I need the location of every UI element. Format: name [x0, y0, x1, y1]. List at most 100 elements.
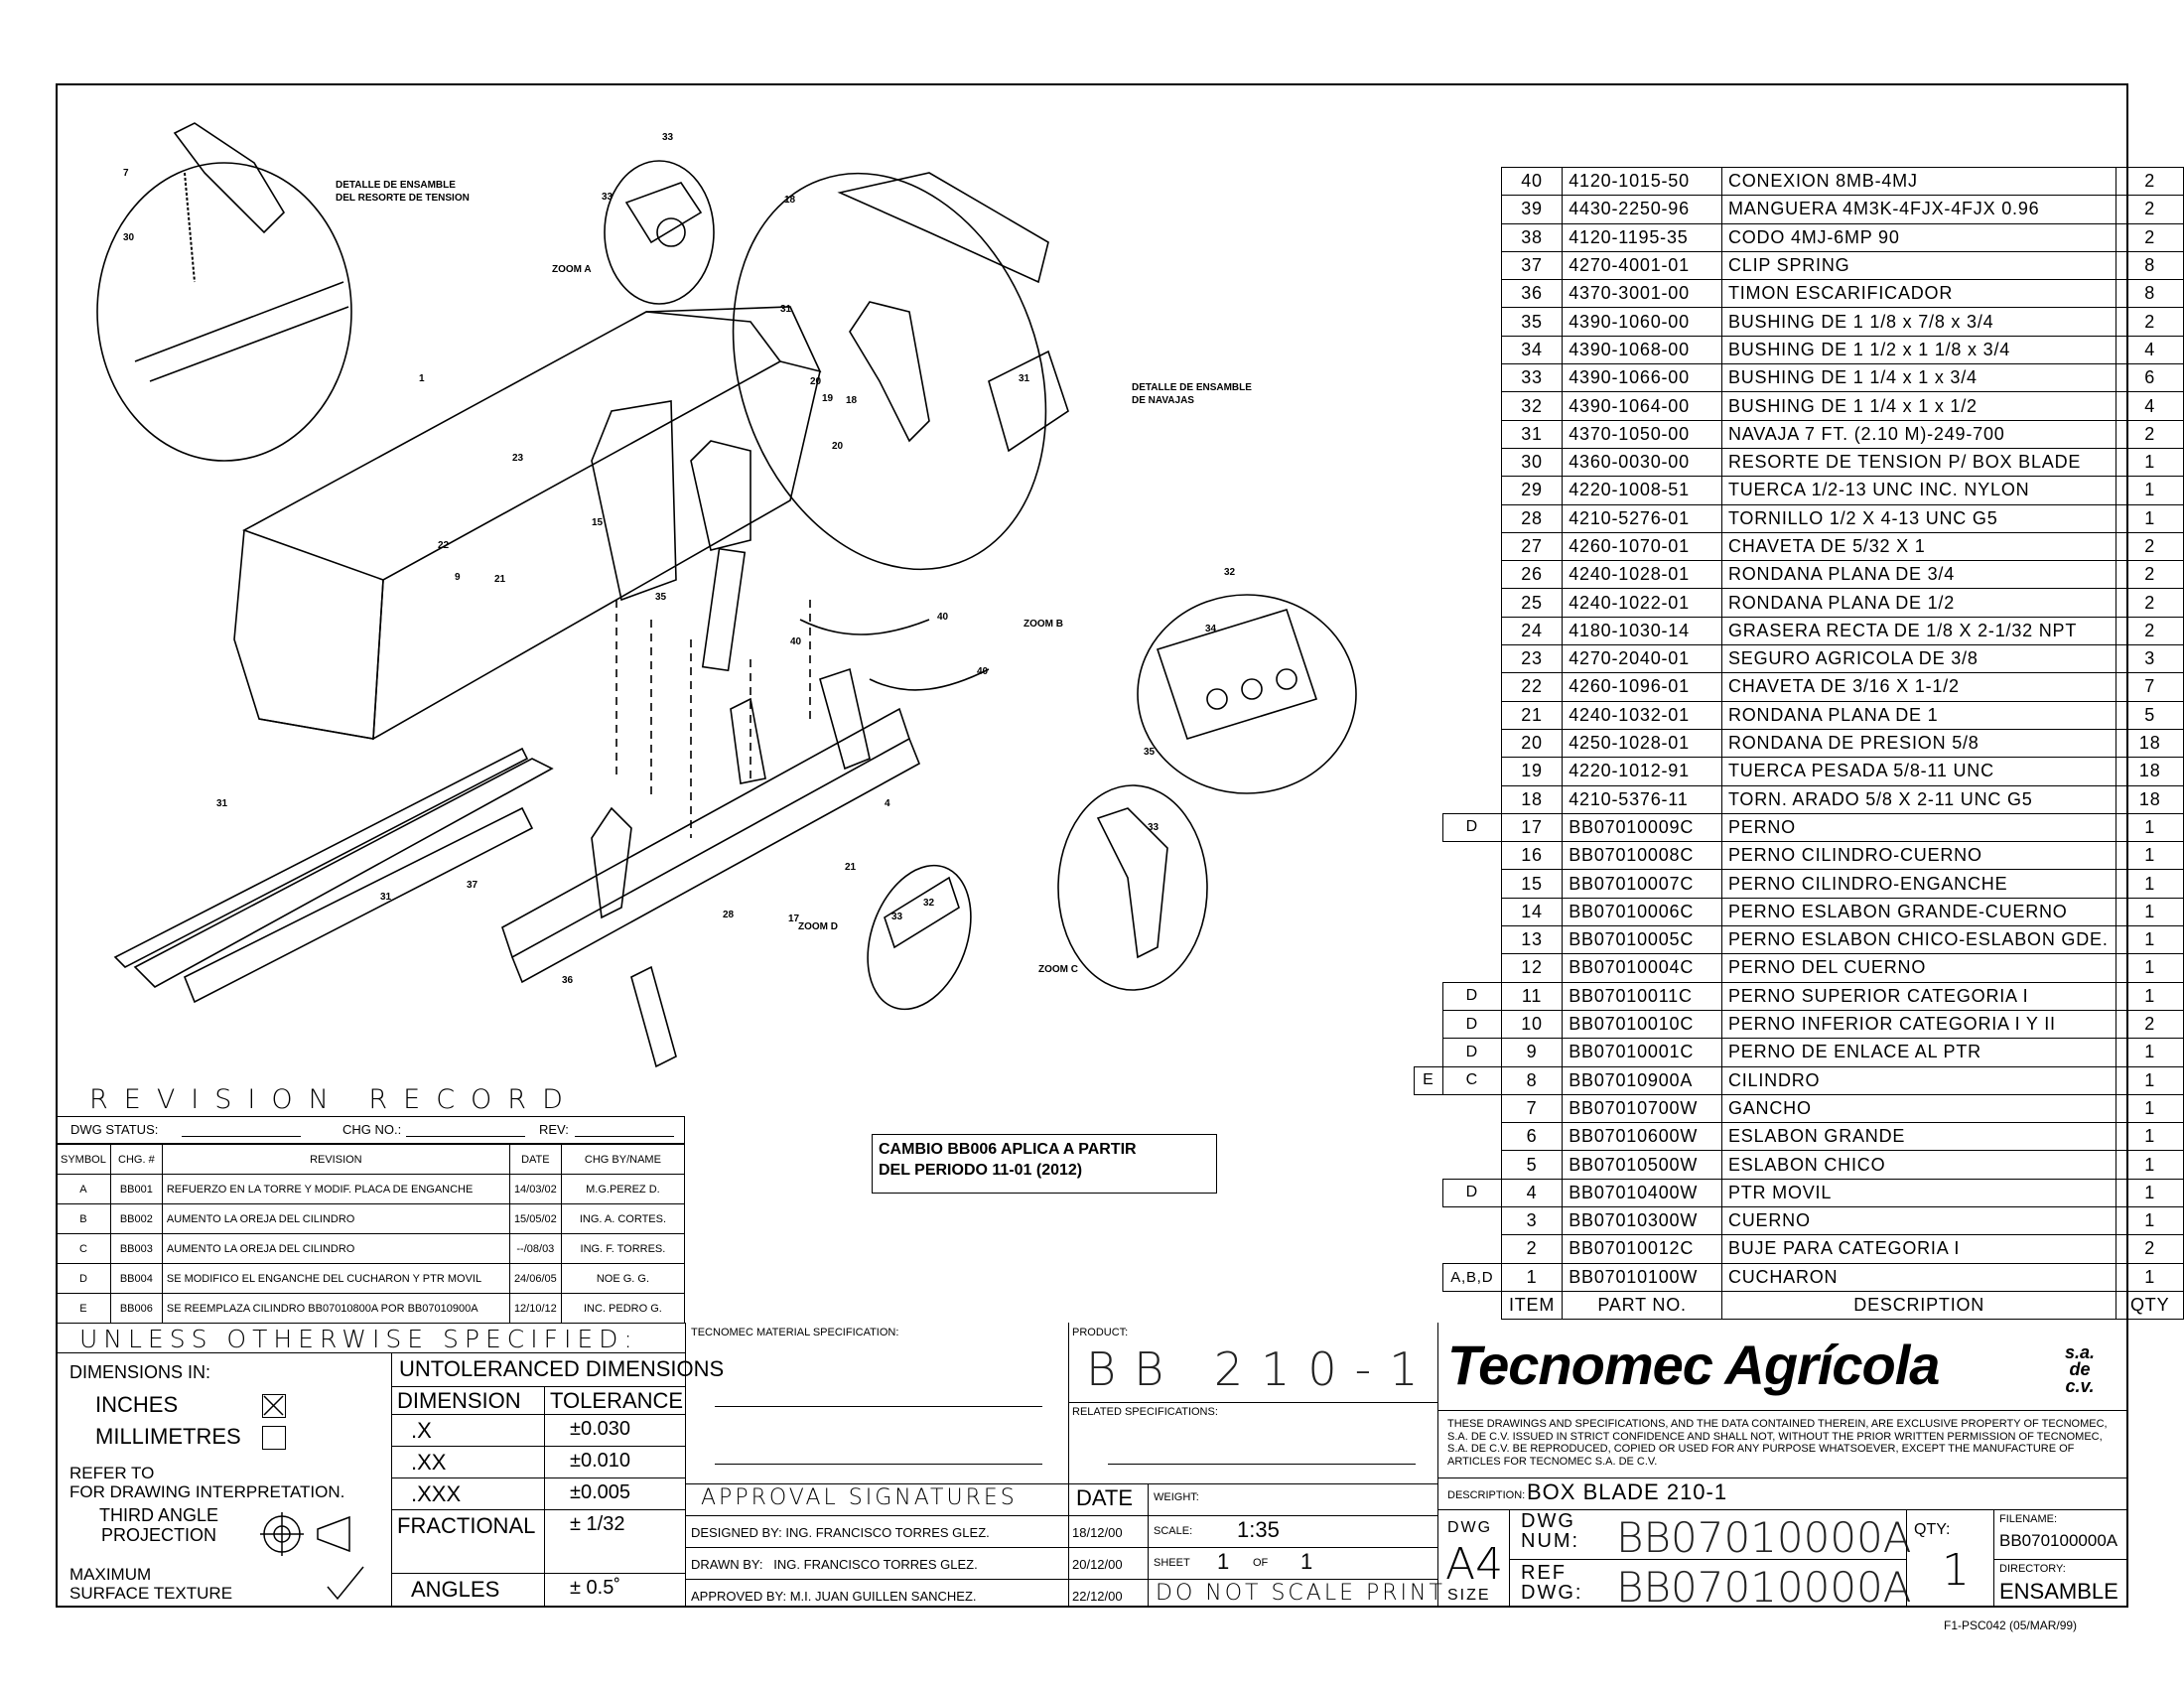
part-description: CHAVETA DE 3/16 X 1-1/2: [1720, 672, 2117, 702]
part-description: ESLABON GRANDE: [1720, 1122, 2117, 1152]
revision-record-title: REVISION RECORD: [89, 1084, 579, 1115]
inches-checkbox[interactable]: [262, 1394, 286, 1418]
svg-text:15: 15: [592, 517, 604, 528]
ref-dwg-value: BB07010000A: [1616, 1563, 1912, 1612]
part-rev-note-2: [1415, 1123, 1443, 1151]
part-description: GRASERA RECTA DE 1/8 X 2-1/32 NPT: [1720, 616, 2117, 646]
rev-date: 24/06/05: [508, 1263, 562, 1294]
part-rev-note-2: [1415, 504, 1443, 532]
part-number: BB07010006C: [1562, 897, 1722, 927]
sheet-value: 1: [1217, 1549, 1230, 1574]
part-qty: 2: [2116, 1009, 2184, 1040]
part-rev-note-2: [1415, 196, 1443, 223]
part-rev-note: [1442, 926, 1501, 954]
part-number: 4120-1015-50: [1562, 166, 1722, 197]
millimetres-checkbox[interactable]: [262, 1426, 286, 1450]
part-qty: 1: [2116, 1093, 2184, 1124]
part-item: 8: [1500, 1065, 1564, 1095]
part-rev-note-2: [1415, 1235, 1443, 1263]
tolerance-dimension: .XX: [411, 1450, 447, 1475]
svg-text:31: 31: [780, 304, 792, 315]
part-rev-note: [1442, 448, 1501, 476]
part-rev-note-2: [1415, 1206, 1443, 1234]
part-rev-note: [1442, 532, 1501, 560]
third-angle-label: THIRD ANGLE PROJECTION: [99, 1505, 219, 1545]
svg-text:30: 30: [123, 232, 135, 243]
part-description: TIMON ESCARIFICADOR: [1720, 279, 2117, 309]
description-header: DESCRIPTION: [1720, 1290, 2117, 1321]
part-description: BUSHING DE 1 1/2 x 1 1/8 x 3/4: [1720, 335, 2117, 365]
part-item: 18: [1500, 784, 1564, 814]
tolerance-value: ±0.005: [570, 1481, 631, 1503]
rev-by: NOE G. G.: [560, 1263, 686, 1294]
part-number: 4250-1028-01: [1562, 728, 1722, 759]
dimensions-in-label: DIMENSIONS IN:: [69, 1362, 211, 1382]
part-rev-note: [1442, 1094, 1501, 1122]
part-rev-note: [1442, 589, 1501, 617]
zoom-c-circle: [1057, 784, 1208, 991]
part-number: 4390-1068-00: [1562, 335, 1722, 365]
header-spacer: [1442, 1291, 1501, 1319]
company-logo-text: Tecnomec Agrícola: [1447, 1334, 1940, 1396]
tolerance-dimension: .XXX: [411, 1481, 462, 1506]
disclaimer-text: THESE DRAWINGS AND SPECIFICATIONS, AND T…: [1447, 1418, 2108, 1468]
part-rev-note-2: [1415, 813, 1443, 841]
svg-text:31: 31: [216, 798, 228, 809]
unless-specified: UNLESS OTHERWISE SPECIFIED:: [79, 1325, 638, 1353]
part-rev-note: [1442, 673, 1501, 701]
part-number: 4240-1022-01: [1562, 588, 1722, 618]
part-number: BB07010100W: [1562, 1262, 1722, 1292]
part-rev-note: [1442, 308, 1501, 336]
part-qty: 2: [2116, 560, 2184, 590]
third-angle-projection-icon: [260, 1512, 350, 1556]
part-description: GANCHO: [1720, 1093, 2117, 1124]
date-header: DATE: [1076, 1485, 1134, 1510]
part-rev-note: D: [1441, 1038, 1502, 1067]
qty-label: QTY:: [1914, 1521, 1951, 1538]
related-spec-label: RELATED SPECIFICATIONS:: [1072, 1406, 1218, 1418]
rev-chg: BB006: [109, 1293, 163, 1324]
part-rev-note: [1442, 1151, 1501, 1179]
material-spec-label: TECNOMEC MATERIAL SPECIFICATION:: [691, 1327, 899, 1338]
part-number: BB07010005C: [1562, 925, 1722, 955]
part-number: 4120-1195-35: [1562, 222, 1722, 252]
rev-revision-header: REVISION: [161, 1144, 510, 1175]
part-item: 15: [1500, 869, 1564, 899]
part-rev-note-2: [1415, 785, 1443, 813]
part-rev-note: [1442, 1235, 1501, 1263]
part-number: BB07010900A: [1562, 1065, 1722, 1095]
part-description: CHAVETA DE 5/32 X 1: [1720, 531, 2117, 562]
part-rev-note: [1442, 223, 1501, 251]
rev-chg: BB004: [109, 1263, 163, 1294]
part-rev-note-2: [1415, 1039, 1443, 1066]
approved-by: APPROVED BY: M.I. JUAN GUILLEN SANCHEZ.: [691, 1589, 977, 1604]
part-rev-note-2: [1415, 617, 1443, 644]
zoom-b-label: ZOOM B: [1024, 619, 1063, 630]
part-rev-note: C: [1441, 1065, 1502, 1095]
part-qty: 18: [2116, 728, 2184, 759]
part-qty: 7: [2116, 672, 2184, 702]
of-value: 1: [1300, 1549, 1313, 1574]
part-qty: 3: [2116, 644, 2184, 674]
part-rev-note-2: [1415, 673, 1443, 701]
tolerance-value: ± 1/32: [570, 1513, 625, 1535]
part-qty: 1: [2116, 981, 2184, 1011]
part-qty: 18: [2116, 784, 2184, 814]
part-qty: 2: [2116, 1234, 2184, 1264]
part-description: PERNO DE ENLACE AL PTR: [1720, 1038, 2117, 1067]
part-description: CODO 4MJ-6MP 90: [1720, 222, 2117, 252]
part-item: 38: [1500, 222, 1564, 252]
revision-status-row: DWG STATUS: CHG NO.: REV:: [56, 1116, 685, 1144]
item-header: ITEM: [1500, 1290, 1564, 1321]
part-number: BB07010600W: [1562, 1122, 1722, 1152]
